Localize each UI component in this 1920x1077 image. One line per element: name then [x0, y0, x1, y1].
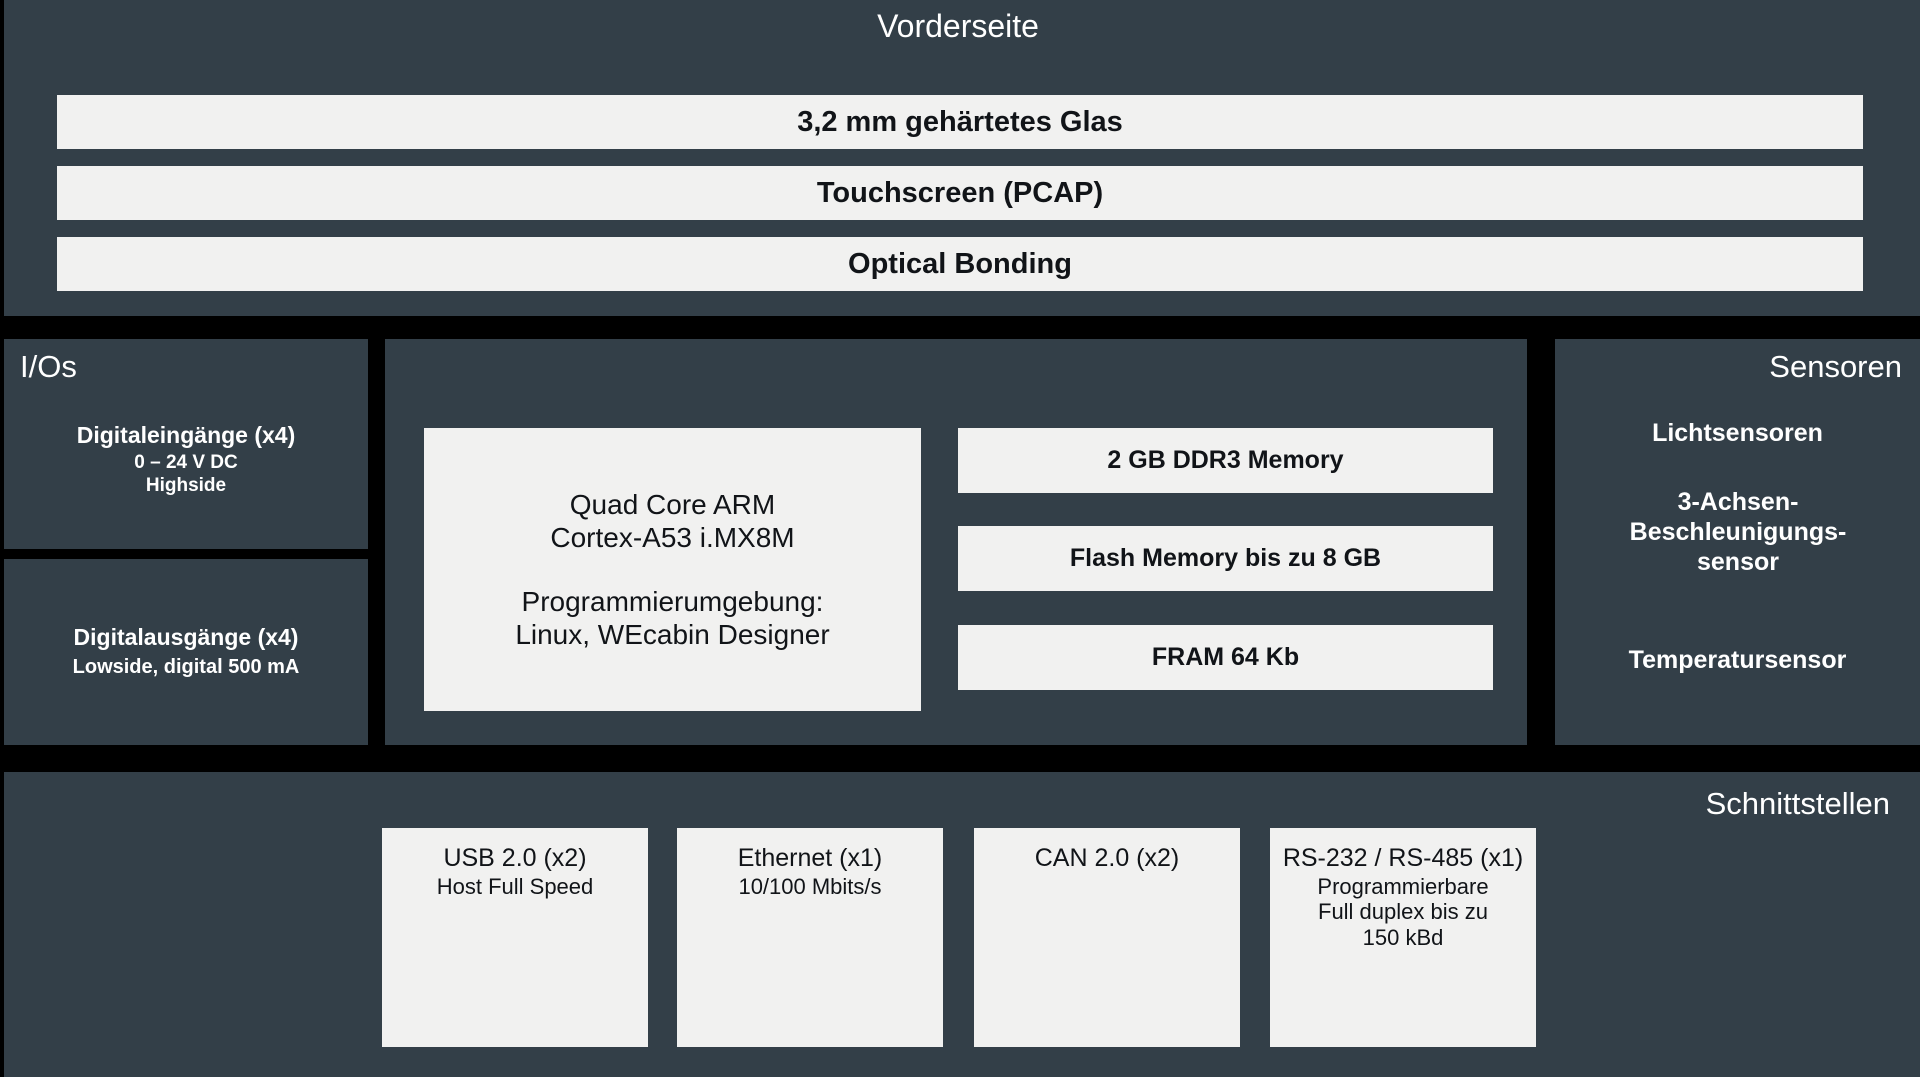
interfaces-section-panel	[4, 772, 1920, 1077]
sensor-item-temperature: Temperatursensor	[1628, 646, 1847, 674]
interface-serial-name: RS-232 / RS-485 (x1)	[1282, 844, 1524, 872]
interface-ethernet-name: Ethernet (x1)	[737, 844, 883, 872]
io-digital-inputs-detail-line-2: Highside	[145, 474, 227, 496]
io-digital-inputs-label: Digitaleingänge (x4)	[76, 422, 296, 448]
interface-box-ethernet: Ethernet (x1) 10/100 Mbits/s	[677, 828, 943, 1047]
front-section-title: Vorderseite	[877, 8, 1039, 44]
interface-usb-detail-1: Host Full Speed	[436, 873, 594, 899]
sensor-section-title: Sensoren	[1769, 349, 1902, 384]
core-memory-ddr3: 2 GB DDR3 Memory	[958, 428, 1493, 493]
core-cpu-line-3: Programmierumgebung:	[521, 585, 824, 617]
interface-box-usb: USB 2.0 (x2) Host Full Speed	[382, 828, 648, 1047]
core-memory-fram: FRAM 64 Kb	[958, 625, 1493, 690]
interface-serial-detail-3: 150 kBd	[1362, 925, 1444, 951]
io-digital-inputs-detail: 0 – 24 V DC Highside	[4, 452, 368, 498]
interface-box-can: CAN 2.0 (x2)	[974, 828, 1240, 1047]
sensor-item-accelerometer: 3-Achsen-Beschleunigungs-sensor	[1629, 488, 1847, 576]
interface-serial-detail-2: Full duplex bis zu	[1318, 899, 1488, 925]
sensor-section-panel	[1555, 339, 1920, 745]
interface-ethernet-detail-1: 10/100 Mbits/s	[738, 873, 882, 899]
core-memory-flash: Flash Memory bis zu 8 GB	[958, 526, 1493, 591]
interfaces-section-title: Schnittstellen	[1705, 786, 1890, 821]
io-section-title: I/Os	[20, 349, 77, 384]
front-layer-glass: 3,2 mm gehärtetes Glas	[57, 95, 1863, 149]
io-section-panel-outputs	[4, 559, 368, 745]
core-cpu-line-4: Linux, WEcabin Designer	[515, 618, 830, 650]
io-digital-inputs-detail-line-1: 0 – 24 V DC	[134, 452, 238, 473]
io-digital-outputs-detail: Lowside, digital 500 mA	[72, 656, 300, 678]
interface-can-name: CAN 2.0 (x2)	[1034, 844, 1180, 872]
io-digital-outputs-label: Digitalausgänge (x4)	[73, 624, 299, 650]
sensor-item-light: Lichtsensoren	[1652, 419, 1823, 447]
core-cpu-line-2: Cortex-A53 i.MX8M	[550, 522, 795, 554]
front-layer-touchscreen: Touchscreen (PCAP)	[57, 166, 1863, 220]
io-section-panel-inputs	[4, 339, 368, 549]
interface-usb-name: USB 2.0 (x2)	[443, 844, 587, 872]
front-layer-optical-bonding: Optical Bonding	[57, 237, 1863, 291]
core-cpu-box: Quad Core ARM Cortex-A53 i.MX8M Programm…	[424, 428, 921, 711]
core-cpu-line-1: Quad Core ARM	[569, 489, 776, 521]
interface-box-serial: RS-232 / RS-485 (x1) Programmierbare Ful…	[1270, 828, 1536, 1047]
interface-serial-detail-1: Programmierbare	[1317, 873, 1489, 899]
